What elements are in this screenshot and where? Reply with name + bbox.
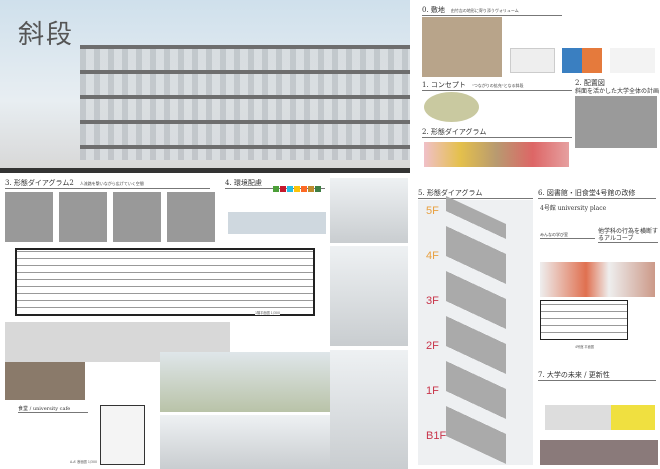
floor-diagram: 5F 4F 3F 2F 1F B1F (418, 196, 533, 465)
exterior-render (160, 415, 330, 469)
age-pyramid-chart (562, 48, 602, 73)
section-heading: 5. 形態ダイアグラム (418, 189, 483, 197)
interior-render (330, 178, 408, 243)
environment-sections (228, 212, 326, 234)
bar-chart (610, 48, 655, 73)
section-heading: 2. 形態ダイアグラム (422, 128, 487, 136)
site-map (422, 17, 502, 77)
usage-diagram (540, 262, 655, 297)
concept-diagram (424, 92, 479, 122)
floor-axonometric (446, 196, 506, 464)
floor-slab (80, 70, 410, 74)
section-drawing (100, 405, 145, 465)
section-heading: 4. 環境配慮 (225, 179, 262, 187)
floor-label: 5F (426, 205, 439, 217)
renewal-diagram (545, 405, 655, 430)
exterior-render (160, 352, 330, 412)
subsection-heading: 他学科の行為を横断するアルコーブ (598, 228, 659, 243)
section-heading: 3. 形態ダイアグラム2 (5, 179, 74, 187)
site-plan (575, 96, 657, 148)
floor-slab (80, 120, 410, 124)
section-subheading: 人流路を繋いながら広げていく空間 (79, 181, 144, 186)
board-title: 斜段 (18, 20, 75, 50)
section-heading: 0. 敷地 (422, 6, 445, 14)
floor-slab (80, 45, 410, 49)
building-4-plan (540, 300, 628, 340)
form-diagram (424, 142, 569, 167)
section-subheading: "つながりの拡充"となる斜段 (471, 83, 524, 88)
floor-label: 1F (426, 385, 439, 397)
floor-label: 4F (426, 250, 439, 262)
building-name: 4号館 university place (540, 205, 607, 212)
floor-label: B1F (426, 430, 447, 442)
floor-label: 3F (426, 295, 439, 307)
floor-label: 2F (426, 340, 439, 352)
interior-render (330, 350, 408, 469)
section-heading: 2. 配置図 (575, 79, 605, 87)
section-heading: 6. 図書館・旧食堂4号館の改修 (538, 189, 636, 197)
site-panel: 0. 敷地由竹吉の地形に寄り添うヴォリューム 1. コンセプト "つながりの拡充"… (410, 0, 660, 180)
aerial-photos (540, 440, 658, 465)
hero-rendering: 斜段 (0, 0, 410, 168)
sdg-icons (272, 177, 321, 196)
building-section-render (80, 45, 410, 160)
section-heading: 7. 大学の未来 / 更新性 (538, 371, 610, 379)
interior-render (330, 246, 408, 346)
plan-label: 4号館 平面図 (575, 345, 594, 349)
section-label: A-A' 断面図 1/300 (70, 460, 98, 464)
subsection-heading: みんなの学び室 (540, 232, 568, 237)
form-diagram-2 (5, 192, 215, 242)
divider-band (0, 168, 410, 173)
ground-floor-plan (15, 248, 315, 316)
floor-slab (80, 95, 410, 99)
section-heading: 1. コンセプト (422, 81, 466, 89)
section-subheading: 由竹吉の地形に寄り添うヴォリューム (450, 8, 519, 13)
population-chart (510, 48, 555, 73)
cafe-render (5, 362, 85, 400)
section-subheading: 斜面を活かした大学全体の計画 (575, 88, 660, 95)
floor-slab (80, 145, 410, 149)
section-heading: 食堂 / university cafe (18, 406, 71, 412)
plan-label: 1階平面図 1/300 (255, 311, 280, 316)
